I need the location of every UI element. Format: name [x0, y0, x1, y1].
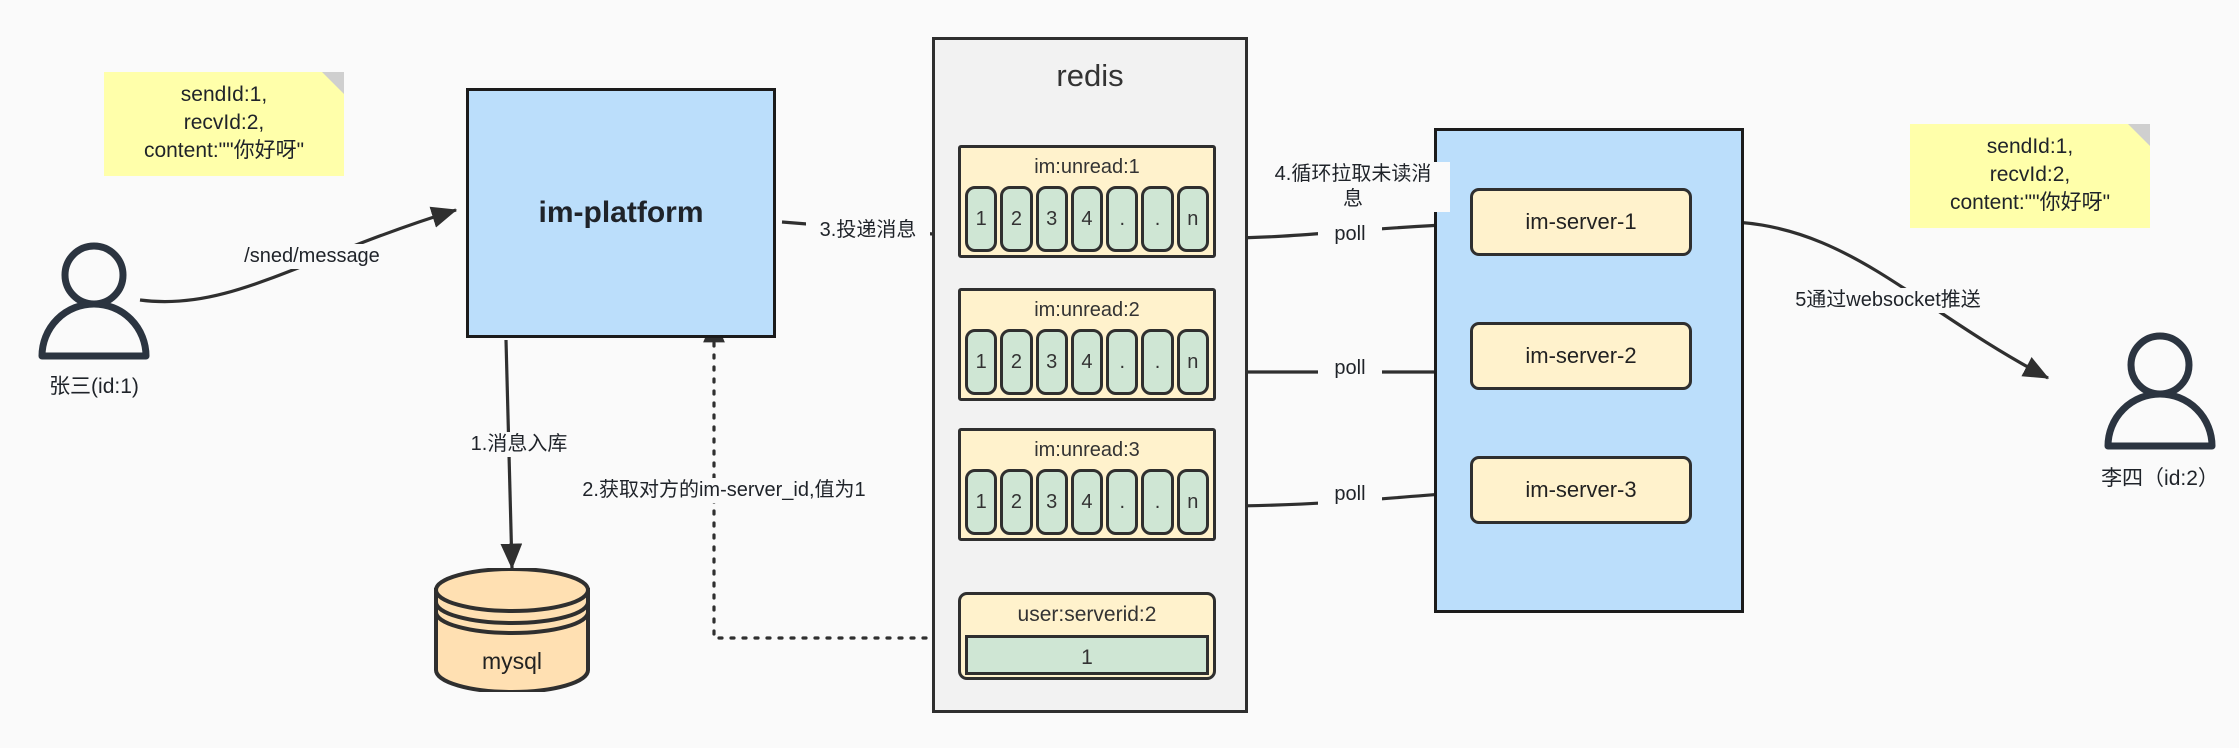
- list-cell: .: [1106, 469, 1139, 535]
- list-cell: 2: [1000, 329, 1033, 395]
- person-icon: [2104, 332, 2216, 450]
- person-icon: [38, 242, 150, 360]
- edge-label-poll-2: poll: [1318, 356, 1382, 381]
- list-cell: 3: [1035, 329, 1068, 395]
- edge-label-step1: 1.消息入库: [452, 432, 586, 457]
- redis-list-cells: 1 2 3 4 . . n: [961, 469, 1213, 539]
- redis-list-key: im:unread:1: [1034, 156, 1140, 178]
- edge-label-step3: 3.投递消息: [806, 218, 930, 243]
- note-fold-icon: [322, 72, 344, 94]
- edge-step2-serverid: [703, 316, 964, 640]
- redis-list-key: im:unread:3: [1034, 439, 1140, 461]
- note-left-text: sendId:1, recvId:2, content:""你好呀": [143, 83, 305, 162]
- mysql-database[interactable]: [432, 567, 592, 694]
- list-cell: .: [1106, 186, 1139, 252]
- redis-list-im-unread-2[interactable]: im:unread:2 1 2 3 4 . . n: [958, 288, 1216, 401]
- actor-receiver-label: 李四（id:2）: [2101, 467, 2219, 490]
- edge-step5-websocket: [1691, 219, 2050, 380]
- list-cell: .: [1106, 329, 1139, 395]
- im-server-2-label: im-server-2: [1525, 343, 1637, 368]
- actor-receiver: [2094, 330, 2226, 450]
- list-cell: 1: [965, 469, 998, 535]
- redis-list-key: im:unread:2: [1034, 299, 1140, 321]
- list-cell: .: [1141, 469, 1174, 535]
- list-cell: 3: [1035, 186, 1068, 252]
- im-server-1-box[interactable]: im-server-1: [1470, 188, 1692, 256]
- list-cell: 2: [1000, 186, 1033, 252]
- redis-list-im-unread-1[interactable]: im:unread:1 1 2 3 4 . . n: [958, 145, 1216, 258]
- actor-sender: [28, 240, 160, 360]
- list-cell: .: [1141, 186, 1174, 252]
- list-cell: 4: [1070, 469, 1104, 535]
- list-cell: 1: [965, 186, 998, 252]
- redis-kv-value: 1: [965, 635, 1209, 675]
- im-platform-label: im-platform: [538, 196, 704, 229]
- list-cell: 3: [1035, 469, 1068, 535]
- edge-label-step4: 4.循环拉取未读消 息: [1256, 162, 1450, 212]
- note-right-payload: sendId:1, recvId:2, content:""你好呀": [1910, 124, 2150, 228]
- list-cell: n: [1176, 469, 1209, 535]
- edge-label-poll-1: poll: [1318, 222, 1382, 247]
- edge-label-step5: 5通过websocket推送: [1776, 288, 2000, 313]
- edge-label-send-message: /sned/message: [230, 244, 394, 269]
- im-server-3-box[interactable]: im-server-3: [1470, 456, 1692, 524]
- im-server-2-box[interactable]: im-server-2: [1470, 322, 1692, 390]
- im-server-1-label: im-server-1: [1525, 209, 1637, 234]
- list-cell: 1: [965, 329, 998, 395]
- note-right-text: sendId:1, recvId:2, content:""你好呀": [1949, 135, 2111, 214]
- redis-list-im-unread-3[interactable]: im:unread:3 1 2 3 4 . . n: [958, 428, 1216, 541]
- edge-label-step2: 2.获取对方的im-server_id,值为1: [572, 478, 876, 503]
- database-cylinder-icon: [434, 567, 590, 694]
- list-cell: 2: [1000, 469, 1033, 535]
- note-left-payload: sendId:1, recvId:2, content:""你好呀": [104, 72, 344, 176]
- list-cell: n: [1176, 186, 1209, 252]
- edge-label-poll-3: poll: [1318, 482, 1382, 507]
- list-cell: n: [1176, 329, 1209, 395]
- im-platform-box[interactable]: im-platform: [466, 88, 776, 338]
- list-cell: 4: [1070, 186, 1104, 252]
- note-fold-icon: [2128, 124, 2150, 146]
- actor-sender-label: 张三(id:1): [49, 375, 139, 398]
- list-cell: 4: [1070, 329, 1104, 395]
- redis-list-cells: 1 2 3 4 . . n: [961, 186, 1213, 256]
- mysql-label: mysql: [481, 648, 543, 674]
- edge-send-message: [139, 206, 458, 304]
- im-server-3-label: im-server-3: [1525, 477, 1637, 502]
- redis-kv-user-serverid[interactable]: user:serverid:2 1: [958, 592, 1216, 680]
- list-cell: .: [1141, 329, 1174, 395]
- redis-list-cells: 1 2 3 4 . . n: [961, 329, 1213, 399]
- redis-kv-key: user:serverid:2: [1017, 603, 1157, 626]
- redis-title: redis: [1056, 58, 1124, 93]
